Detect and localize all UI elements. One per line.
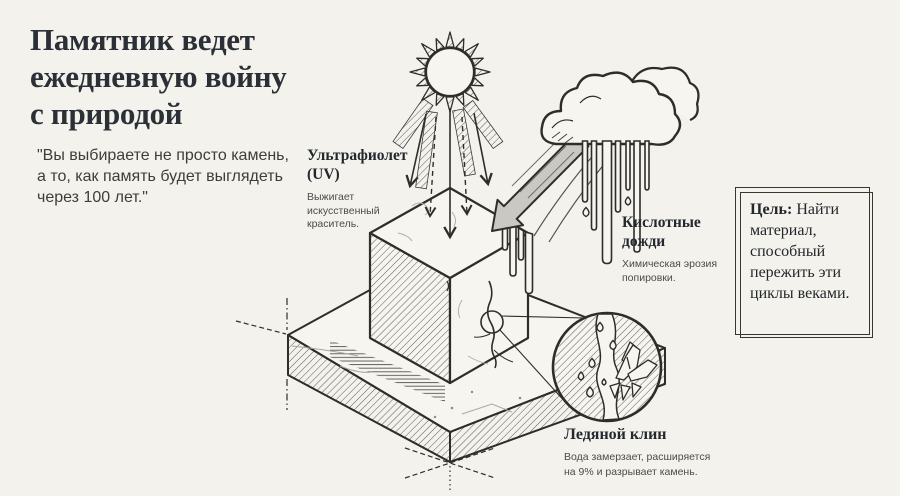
goal-label: Цель: bbox=[750, 201, 793, 218]
page-title: Памятник ведет ежедневную войну с природ… bbox=[30, 21, 287, 132]
quote-line-1: "Вы выбираете не просто камень, bbox=[37, 147, 289, 164]
acid-rain-label: Кислотные дожди Химическая эрозия попиро… bbox=[622, 213, 752, 285]
impact-arrow-icon bbox=[491, 132, 606, 243]
quote-block: "Вы выбираете не просто камень, а то, ка… bbox=[37, 145, 289, 208]
title-line-1: Памятник ведет bbox=[30, 22, 255, 57]
acid-rain-label-desc: Химическая эрозия попировки. bbox=[622, 258, 718, 284]
sun-icon bbox=[409, 31, 491, 113]
ice-crystals bbox=[609, 341, 658, 401]
title-line-3: с природой bbox=[30, 96, 183, 131]
stone-texture bbox=[291, 345, 513, 415]
goal-callout-box: Цель:Найти материал, способный пережить … bbox=[735, 187, 873, 338]
quote-line-2: а то, как память будет выглядеть bbox=[37, 168, 283, 185]
cube-crack bbox=[473, 280, 514, 369]
magnifier-leader-lines bbox=[499, 315, 586, 405]
acid-rain-label-title: Кислотные дожди bbox=[622, 214, 701, 250]
monument-cube bbox=[368, 186, 534, 385]
uv-label-desc: Выжигает искусственный краситель. bbox=[307, 191, 380, 230]
uv-label: Ультрафиолет (UV) Выжигает искусственный… bbox=[307, 146, 427, 232]
rain-drips bbox=[581, 140, 650, 265]
cube-texture bbox=[397, 202, 489, 365]
acid-cloud-icon bbox=[540, 66, 700, 265]
ice-wedge-magnifier bbox=[551, 311, 663, 423]
uv-label-title: Ультрафиолет (UV) bbox=[307, 147, 408, 183]
quote-line-3: через 100 лет." bbox=[37, 189, 148, 206]
rain-droplets bbox=[582, 196, 632, 218]
ice-wedge-label: Ледяной клин Вода замерзает, расширяется… bbox=[564, 425, 784, 480]
flow-lines bbox=[533, 151, 606, 243]
ice-wedge-label-title: Ледяной клин bbox=[564, 426, 667, 443]
goal-text: Цель:Найти материал, способный пережить … bbox=[750, 199, 852, 304]
cube-shadow bbox=[330, 340, 445, 402]
ice-wedge-label-desc: Вода замерзает, расширяется на 9% и разр… bbox=[564, 451, 711, 478]
title-line-2: ежедневную войну bbox=[30, 59, 287, 94]
uv-rays-icon bbox=[392, 97, 504, 240]
water-droplets bbox=[577, 321, 617, 398]
zoom-origin-ring bbox=[480, 310, 504, 334]
goal-body: Найти материал, способный пережить эти ц… bbox=[750, 201, 850, 302]
stone-specks bbox=[433, 390, 522, 419]
